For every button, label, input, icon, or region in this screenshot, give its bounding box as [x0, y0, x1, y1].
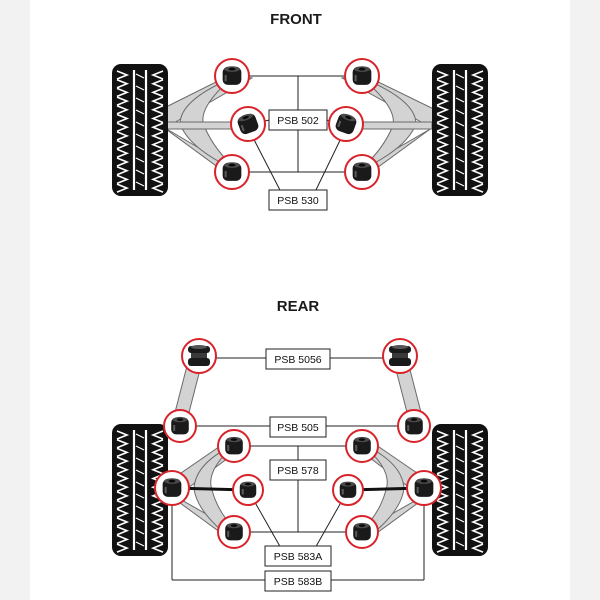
bush-icon — [163, 409, 197, 443]
bush-icon — [232, 474, 264, 506]
bush-icon — [328, 106, 364, 142]
rear-title: REAR — [277, 298, 320, 315]
front-section: FRONT — [112, 11, 488, 211]
bush-icon — [344, 58, 380, 94]
label-psb-583a: PSB 583A — [264, 545, 332, 567]
front-left-wheel — [112, 64, 168, 196]
bush-icon — [214, 154, 250, 190]
top-mount-icon — [382, 338, 418, 374]
label-psb-5056: PSB 5056 — [265, 348, 331, 370]
front-title: FRONT — [270, 11, 322, 28]
bush-icon — [154, 470, 190, 506]
rear-section: REAR — [112, 298, 488, 592]
wheel-icon — [112, 64, 168, 196]
right-margin — [570, 0, 600, 600]
bush-icon — [217, 429, 251, 463]
top-mount-icon — [181, 338, 217, 374]
bush-icon — [214, 58, 250, 94]
svg-text:PSB 583B: PSB 583B — [274, 576, 322, 588]
svg-text:PSB 578: PSB 578 — [277, 465, 319, 477]
svg-text:PSB 5056: PSB 5056 — [274, 354, 321, 366]
bush-icon — [345, 429, 379, 463]
svg-text:PSB 502: PSB 502 — [277, 115, 319, 127]
rear-right-wheel — [432, 424, 488, 556]
wheel-icon — [432, 64, 488, 196]
label-psb-505: PSB 505 — [269, 416, 327, 438]
label-psb-578: PSB 578 — [269, 459, 327, 481]
bush-icon — [217, 515, 251, 549]
bush-icon — [344, 154, 380, 190]
front-right-wheel — [432, 64, 488, 196]
label-psb-502: PSB 502 — [268, 109, 328, 131]
bush-icon — [397, 409, 431, 443]
bush-icon — [332, 474, 364, 506]
bush-icon — [230, 106, 266, 142]
rear-tie-links — [171, 361, 425, 425]
svg-text:PSB 530: PSB 530 — [277, 195, 319, 207]
svg-text:PSB 583A: PSB 583A — [274, 551, 322, 563]
label-psb-583b: PSB 583B — [264, 570, 332, 592]
label-psb-530: PSB 530 — [268, 189, 328, 211]
bush-icon — [406, 470, 442, 506]
svg-text:PSB 505: PSB 505 — [277, 422, 319, 434]
left-margin — [0, 0, 30, 600]
bush-icon — [345, 515, 379, 549]
wheel-icon — [432, 424, 488, 556]
